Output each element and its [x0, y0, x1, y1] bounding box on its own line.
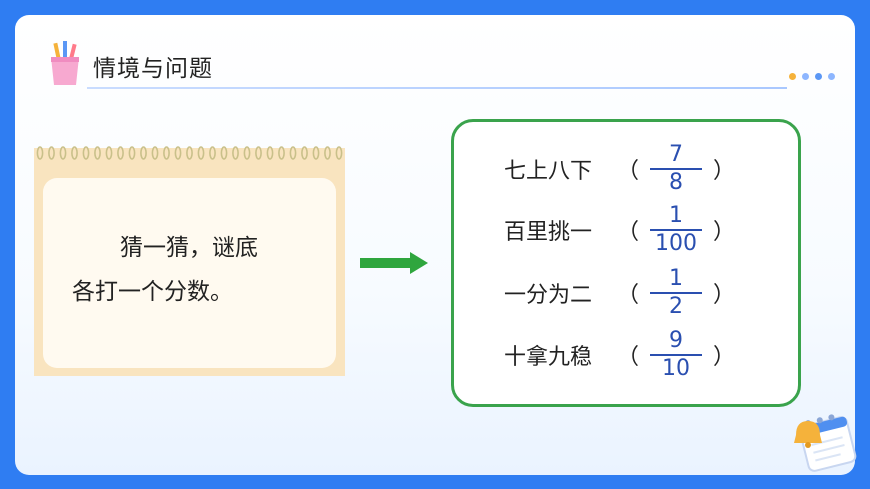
spiral-ring: [278, 146, 285, 160]
spiral-ring: [289, 146, 297, 160]
riddle-text-line1: 猜一猜，谜底: [120, 235, 258, 261]
riddle-notepad: 猜一猜，谜底 各打一个分数。: [34, 146, 345, 376]
fraction-bar: [650, 229, 703, 231]
fraction: 1 2: [647, 267, 705, 319]
numerator: 1: [669, 203, 684, 228]
idiom-text: 百里挑一: [504, 220, 593, 245]
spiral-ring: [59, 146, 67, 160]
close-paren: ）: [713, 345, 736, 370]
numerator: 7: [669, 142, 684, 167]
close-paren: ）: [713, 159, 736, 184]
denominator: 8: [669, 170, 684, 195]
spiral-ring: [117, 146, 124, 160]
open-paren: （: [617, 159, 640, 184]
open-paren: （: [617, 345, 640, 370]
answer-box: 七上八下 （ 7 8 ） 百里挑一 （ 1 100 ） 一分为二 （ 1 2 ）…: [451, 119, 801, 407]
idiom-text: 一分为二: [504, 283, 593, 308]
answer-row: 七上八下 （ 7 8 ）: [504, 143, 736, 195]
fraction: 9 10: [647, 329, 705, 381]
riddle-text-line2: 各打一个分数。: [72, 279, 233, 305]
spiral-ring: [232, 146, 239, 160]
bell-calendar-icon: [794, 414, 857, 472]
decorative-dots: [789, 73, 835, 80]
idiom-text: 十拿九稳: [504, 345, 593, 370]
spiral-ring: [209, 146, 216, 160]
spiral-ring: [163, 146, 170, 160]
close-paren: ）: [713, 283, 736, 308]
spiral-ring: [186, 146, 193, 160]
fraction: 7 8: [647, 143, 705, 195]
answer-row: 百里挑一 （ 1 100 ）: [504, 204, 736, 256]
spiral-ring: [140, 146, 147, 160]
close-paren: ）: [713, 220, 736, 245]
dot: [789, 73, 796, 80]
fraction-bar: [650, 354, 703, 356]
open-paren: （: [617, 220, 640, 245]
spiral-ring: [335, 146, 343, 160]
spiral-ring: [266, 146, 274, 160]
spiral-ring: [324, 146, 331, 160]
idiom-text: 七上八下: [504, 159, 593, 184]
dot: [802, 73, 809, 80]
spiral-ring: [94, 146, 101, 160]
numerator: 9: [669, 328, 684, 353]
spiral-ring: [220, 146, 228, 160]
spiral-ring: [312, 146, 320, 160]
arrow-right-icon: [360, 252, 428, 274]
spiral-ring: [36, 146, 44, 160]
spiral-ring: [174, 146, 182, 160]
title-underline: [87, 87, 787, 89]
denominator: 2: [669, 294, 684, 319]
spiral-ring: [128, 146, 136, 160]
denominator: 100: [655, 231, 698, 256]
numerator: 1: [669, 266, 684, 291]
fraction-bar: [650, 168, 703, 170]
spiral-ring: [151, 146, 159, 160]
spiral-ring: [48, 146, 55, 160]
spiral-ring: [105, 146, 113, 160]
notepad-page: [43, 178, 336, 368]
spiral-ring: [197, 146, 205, 160]
answer-row: 十拿九稳 （ 9 10 ）: [504, 329, 736, 381]
spiral-ring: [255, 146, 262, 160]
pencil-cup-icon: [51, 41, 79, 85]
fraction: 1 100: [647, 204, 705, 256]
spiral-ring: [243, 146, 251, 160]
spiral-ring: [301, 146, 308, 160]
dot: [815, 73, 822, 80]
spiral-ring: [82, 146, 90, 160]
spiral-rings: [36, 146, 343, 160]
open-paren: （: [617, 283, 640, 308]
answer-row: 一分为二 （ 1 2 ）: [504, 267, 736, 319]
page-title: 情境与问题: [93, 56, 213, 82]
fraction-bar: [650, 292, 703, 294]
denominator: 10: [662, 356, 691, 381]
spiral-ring: [71, 146, 78, 160]
dot: [828, 73, 835, 80]
